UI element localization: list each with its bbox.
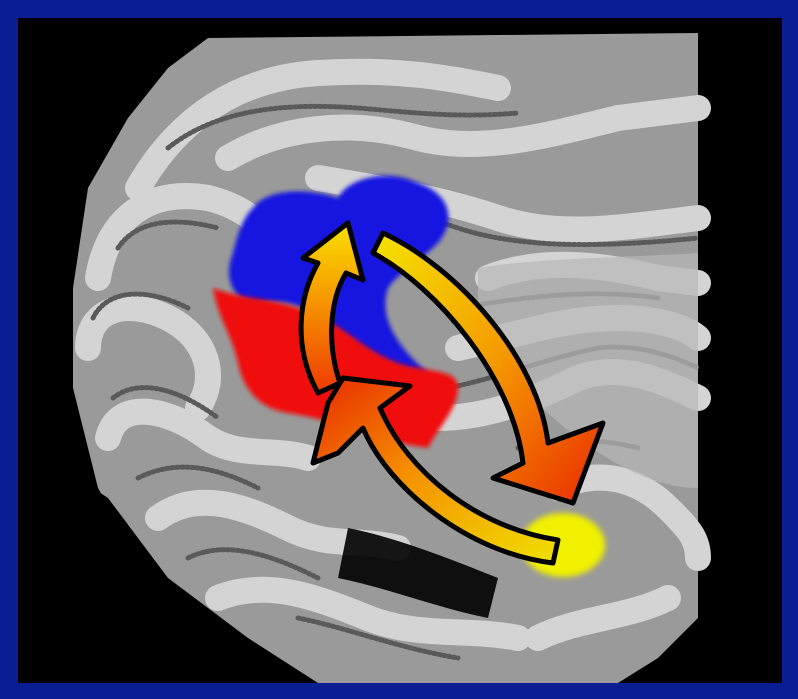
- image-panel: [18, 18, 782, 683]
- brain-figure: [18, 18, 782, 683]
